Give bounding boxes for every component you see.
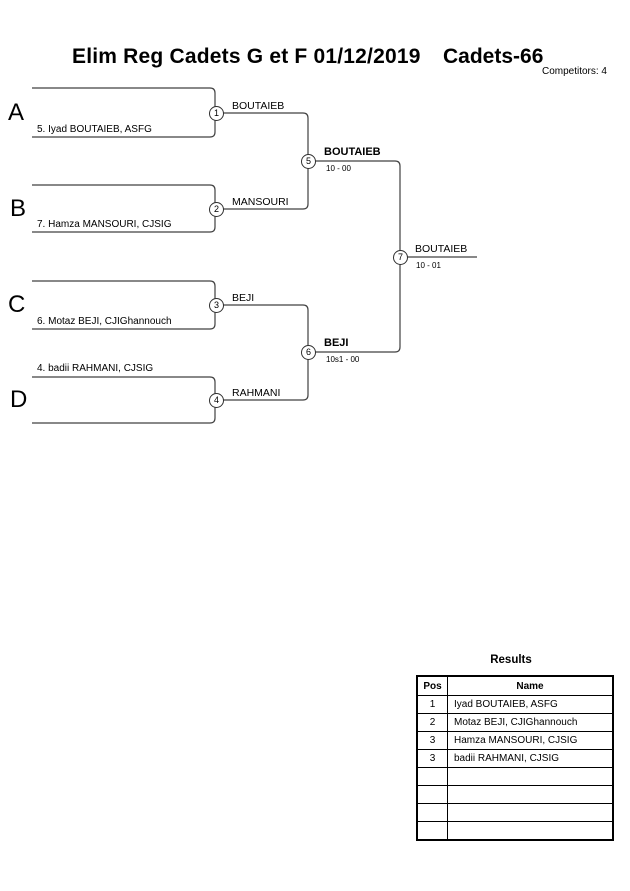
result-pos: 3 — [416, 731, 448, 750]
results-title: Results — [490, 654, 532, 666]
match-circle-5: 5 — [301, 154, 316, 169]
match-1-winner: BOUTAIEB — [232, 100, 285, 112]
group-letter-d: D — [10, 386, 28, 413]
result-name: badii RAHMANI, CJSIG — [447, 749, 614, 768]
table-row — [416, 785, 614, 804]
match-circle-3: 3 — [209, 298, 224, 313]
match-7-score: 10 - 01 — [416, 261, 441, 270]
result-pos: 1 — [416, 695, 448, 714]
result-name: Iyad BOUTAIEB, ASFG — [447, 695, 614, 714]
match-circle-1: 1 — [209, 106, 224, 121]
page-title: Elim Reg Cadets G et F 01/12/2019 — [72, 45, 421, 68]
result-name — [447, 767, 614, 786]
category-title: Cadets-66 — [443, 45, 544, 68]
group-letter-c: C — [8, 291, 26, 318]
match-circle-2: 2 — [209, 202, 224, 217]
match-circle-6: 6 — [301, 345, 316, 360]
result-name — [447, 821, 614, 841]
participant-d: 4. badii RAHMANI, CJSIG — [37, 363, 154, 374]
table-row: 2 Motaz BEJI, CJIGhannouch — [416, 713, 614, 732]
match-4-winner: RAHMANI — [232, 387, 281, 399]
match-6-winner: BEJI — [324, 337, 349, 349]
table-row — [416, 821, 614, 841]
match-7-winner: BOUTAIEB — [415, 243, 468, 255]
table-row: 1 Iyad BOUTAIEB, ASFG — [416, 695, 614, 714]
result-name — [447, 803, 614, 822]
connector-final — [308, 160, 401, 353]
result-pos: 2 — [416, 713, 448, 732]
results-col-name: Name — [447, 675, 614, 696]
result-name — [447, 785, 614, 804]
match-6-score: 10s1 - 00 — [326, 355, 360, 364]
results-col-pos: Pos — [416, 675, 448, 696]
result-name: Motaz BEJI, CJIGhannouch — [447, 713, 614, 732]
match-circle-4: 4 — [209, 393, 224, 408]
results-table: Pos Name 1 Iyad BOUTAIEB, ASFG 2 Motaz B… — [416, 675, 614, 841]
match-circle-7: 7 — [393, 250, 408, 265]
competitors-count: Competitors: 4 — [541, 66, 607, 77]
group-letter-b: B — [10, 195, 27, 222]
participant-c: 6. Motaz BEJI, CJIGhannouch — [37, 316, 172, 327]
participant-b: 7. Hamza MANSOURI, CJSIG — [37, 219, 172, 230]
result-pos — [416, 767, 448, 786]
table-row: 3 Hamza MANSOURI, CJSIG — [416, 731, 614, 750]
table-row: 3 badii RAHMANI, CJSIG — [416, 749, 614, 768]
participant-a: 5. Iyad BOUTAIEB, ASFG — [37, 124, 152, 135]
result-pos — [416, 803, 448, 822]
result-pos — [416, 785, 448, 804]
match-5-score: 10 - 00 — [326, 164, 351, 173]
result-name: Hamza MANSOURI, CJSIG — [447, 731, 614, 750]
connector-semifinal-top — [216, 112, 309, 210]
bracket-d-lines — [32, 376, 216, 424]
table-row — [416, 803, 614, 822]
match-3-winner: BEJI — [232, 292, 255, 304]
match-2-winner: MANSOURI — [232, 196, 289, 208]
table-row — [416, 767, 614, 786]
group-letter-a: A — [8, 99, 25, 126]
results-header-row: Pos Name — [416, 675, 614, 696]
connector-semifinal-bottom — [216, 304, 309, 401]
result-pos — [416, 821, 448, 841]
result-pos: 3 — [416, 749, 448, 768]
match-5-winner: BOUTAIEB — [324, 146, 381, 158]
